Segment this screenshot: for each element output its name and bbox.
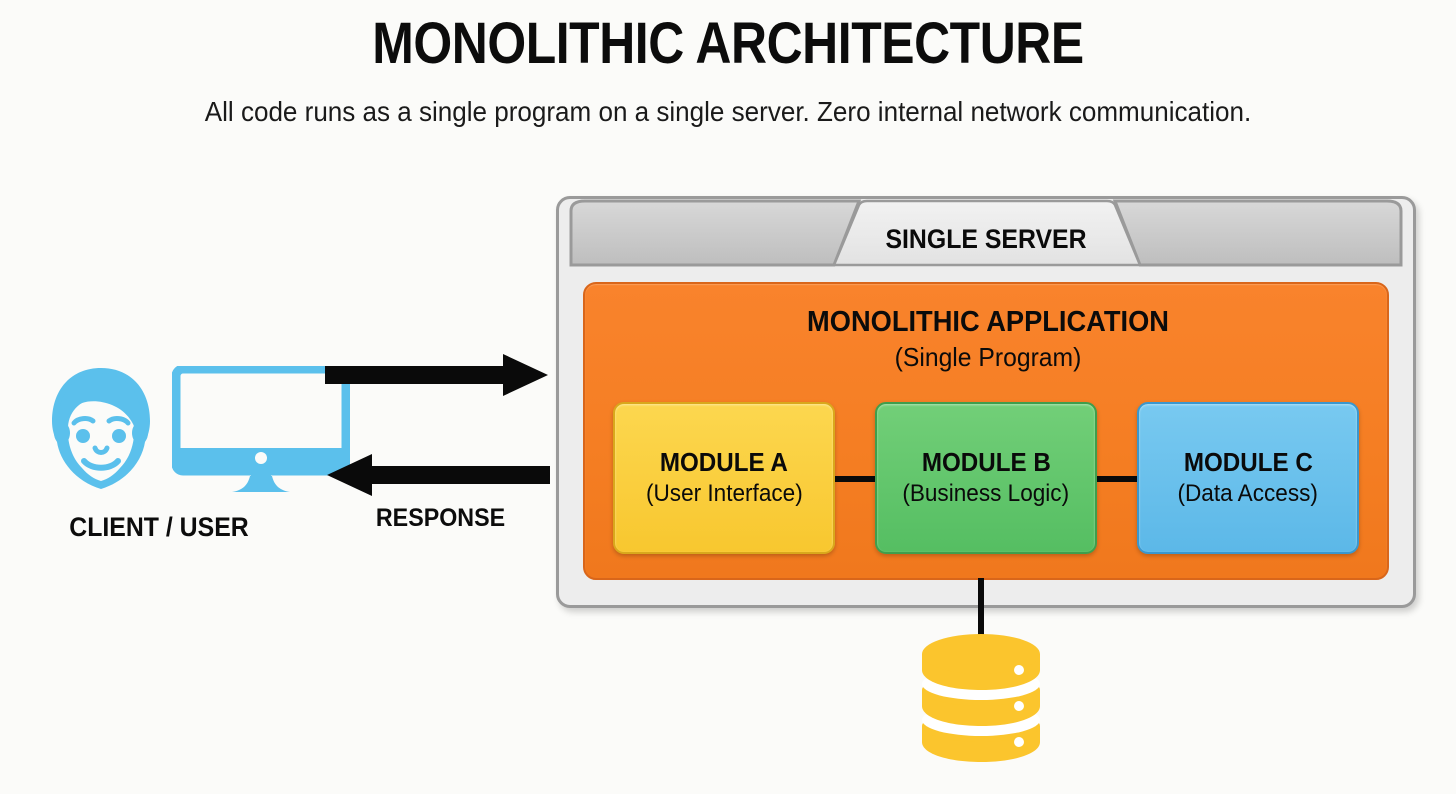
monolithic-application-panel: MONOLITHIC APPLICATION (Single Program) …	[583, 282, 1389, 580]
application-subtitle: (Single Program)	[894, 342, 1082, 372]
module-b-name: MODULE B	[921, 446, 1051, 477]
application-title: MONOLITHIC APPLICATION	[807, 306, 1169, 338]
module-c-box[interactable]: MODULE C (Data Access)	[1137, 402, 1359, 554]
page-subtitle: All code runs as a single program on a s…	[204, 96, 1252, 127]
module-b-role: (Business Logic)	[902, 479, 1070, 507]
response-label: RESPONSE	[375, 504, 506, 532]
arrow-left-icon	[327, 454, 550, 496]
arrow-right-icon	[325, 354, 548, 396]
module-a-role: (User Interface)	[645, 479, 803, 507]
single-server-box: SINGLE SERVER MONOLITHIC APPLICATION (Si…	[556, 196, 1416, 608]
module-a-name: MODULE A	[659, 446, 789, 477]
module-b-box[interactable]: MODULE B (Business Logic)	[875, 402, 1097, 554]
database-cylinder-icon	[922, 634, 1040, 762]
module-a-box[interactable]: MODULE A (User Interface)	[613, 402, 835, 554]
connector-module-a-to-b	[833, 476, 877, 482]
server-title: SINGLE SERVER	[885, 224, 1087, 254]
modules-row: MODULE A (User Interface) MODULE B (Busi…	[613, 402, 1363, 554]
monitor-icon	[172, 366, 350, 492]
client-user-group: CLIENT / USER	[34, 360, 350, 555]
user-face-icon	[52, 368, 150, 489]
server-lid	[569, 199, 1403, 267]
connector-module-b-to-c	[1095, 476, 1139, 482]
connector-module-b-to-database	[978, 578, 984, 646]
client-user-label: CLIENT / USER	[69, 512, 249, 542]
module-c-name: MODULE C	[1183, 446, 1313, 477]
module-c-role: (Data Access)	[1177, 479, 1319, 507]
page-title: MONOLITHIC ARCHITECTURE	[372, 11, 1084, 76]
